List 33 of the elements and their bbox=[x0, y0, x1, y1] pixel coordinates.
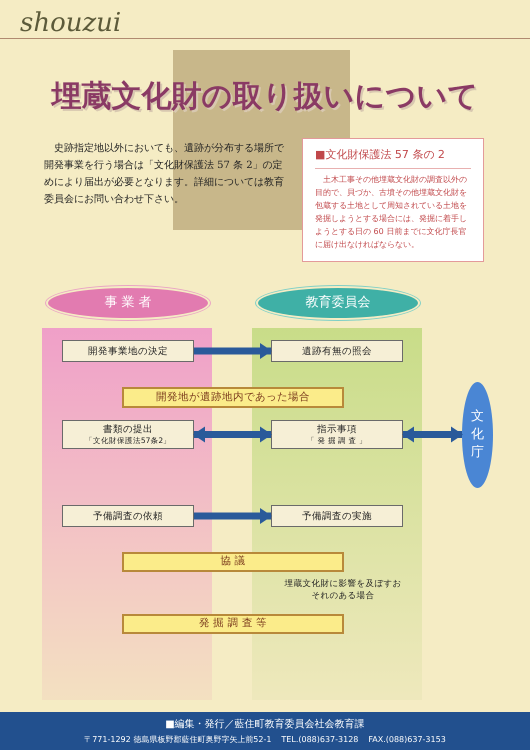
condition-band: 発 掘 調 査 等 bbox=[122, 614, 344, 634]
lane-header: 事 業 者 bbox=[48, 288, 208, 318]
step-text: 指示事項 bbox=[317, 424, 357, 434]
step-text: 予備調査の依頼 bbox=[93, 510, 163, 522]
phone-text: TEL.(088)637-3128 bbox=[281, 734, 358, 746]
step-text: 書類の提出 bbox=[103, 424, 153, 434]
process-box bbox=[62, 340, 194, 362]
intro-paragraph: 史跡指定地以外においても、遺跡が分布する場所で開発事業を行う場合は「文化財保護法 57 条 2」の定めにより届出が必要となります。詳細については教育委員会にお問い合わせ下さい。 bbox=[44, 142, 285, 207]
arrow bbox=[194, 343, 272, 359]
arrow bbox=[193, 426, 272, 442]
condition-note: 埋蔵文化財に影響を及ぼすおそれのある場合 bbox=[284, 578, 402, 602]
arrow bbox=[194, 508, 272, 524]
agency-text: 文化庁 bbox=[471, 408, 484, 462]
note-body: 土木工事その他埋蔵文化財の調査以外の目的で、貝づか、古墳その他埋蔵文化財を包蔵する土地として周知されている土地を発掘しようとする場合には、発掘に着手しようとする日の 60 日前までに文化庁長官に届け出なければならない。 bbox=[315, 174, 468, 250]
step-text: 予備調査の実施 bbox=[302, 510, 372, 522]
step-text: 開発事業地の決定 bbox=[88, 346, 168, 356]
lane-header: 教育委員会 bbox=[258, 288, 418, 318]
address-text: 〒771-1292 徳島県板野郡藍住町奥野字矢上前52-1 bbox=[84, 734, 272, 746]
arrow bbox=[402, 426, 463, 442]
fax-text: FAX.(088)637-3153 bbox=[368, 734, 446, 746]
step-text: 遺跡有無の照会 bbox=[302, 346, 372, 356]
page-title: 埋蔵文化財の取り扱いについて bbox=[50, 78, 480, 116]
process-box bbox=[62, 505, 194, 527]
publisher-text: ■編集・発行／藍住町教育委員会社会教育課 bbox=[165, 718, 365, 732]
condition-band: 開発地が遺跡地内であった場合 bbox=[122, 387, 344, 408]
note-card bbox=[302, 138, 484, 262]
process-box bbox=[271, 420, 403, 449]
publication-name: shouzui bbox=[20, 7, 122, 40]
process-box bbox=[62, 420, 194, 449]
process-box bbox=[271, 340, 403, 362]
process-box bbox=[271, 505, 403, 527]
condition-band: 協 議 bbox=[122, 552, 344, 572]
note-heading: ■文化財保護法 57 条の 2 bbox=[315, 147, 471, 168]
